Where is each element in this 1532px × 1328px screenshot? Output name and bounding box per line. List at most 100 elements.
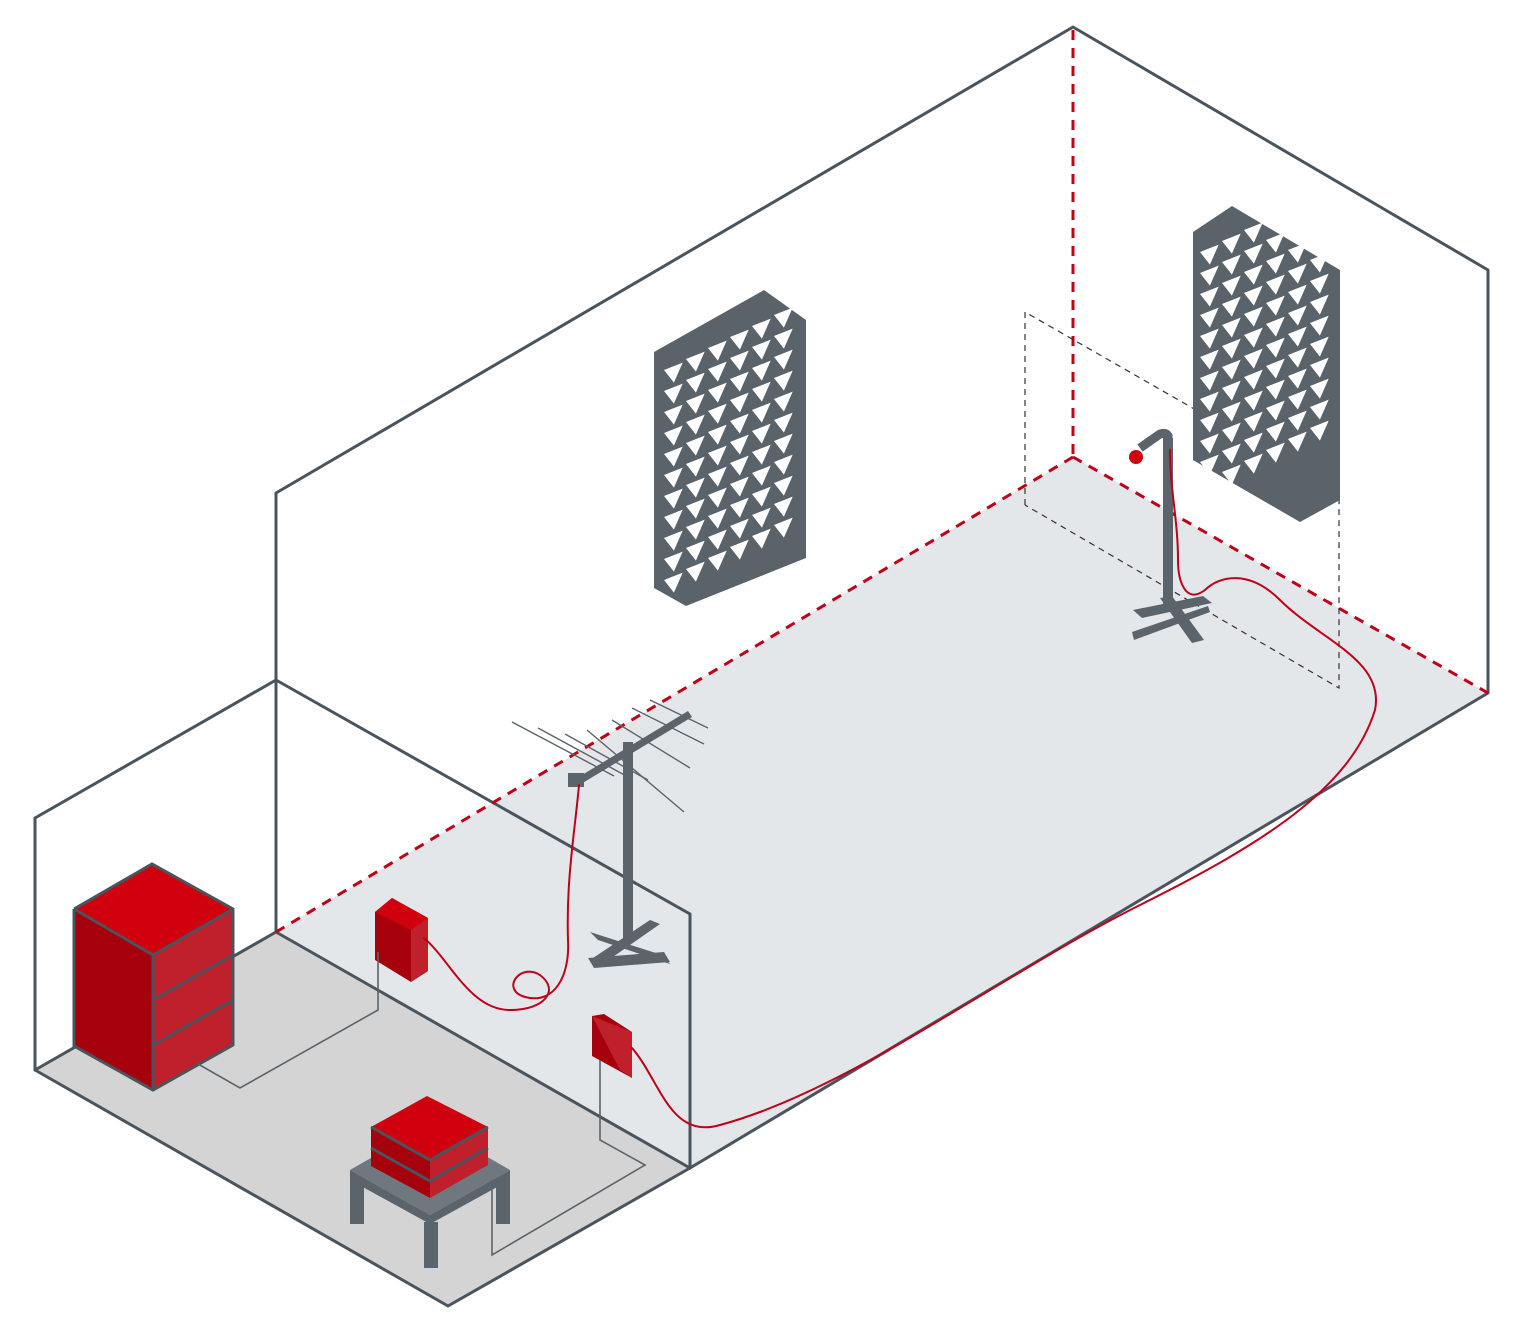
absorber-cone <box>708 361 727 382</box>
test-device <box>370 1096 489 1198</box>
absorber-cone <box>708 382 727 403</box>
absorber-cone <box>1288 389 1307 410</box>
absorber-cone <box>752 423 771 444</box>
absorber-cone <box>1244 369 1263 390</box>
absorber-cone <box>664 551 683 572</box>
absorber-cone <box>1310 357 1329 378</box>
absorber-cone <box>686 477 705 498</box>
absorber-cone <box>1244 222 1263 243</box>
absorber-cone <box>1288 410 1307 431</box>
absorber-cone <box>686 372 705 393</box>
absorber-cone <box>1288 368 1307 389</box>
absorber-cone <box>1244 411 1263 432</box>
absorber-cone <box>730 455 749 476</box>
absorber-cone <box>1222 317 1241 338</box>
absorber-cone <box>1244 390 1263 411</box>
absorber-cone <box>1222 464 1241 485</box>
absorber-cone <box>730 518 749 539</box>
absorber-cone <box>1266 211 1285 232</box>
absorber-cone <box>1222 380 1241 401</box>
absorber-cone <box>1266 316 1285 337</box>
absorber-cone <box>708 529 727 550</box>
absorber-cone <box>1266 274 1285 295</box>
feedthrough-box-lower <box>592 1014 632 1078</box>
absorber-cone <box>774 433 793 454</box>
absorber-cone <box>1288 326 1307 347</box>
absorber-cone <box>774 412 793 433</box>
absorber-cone <box>1266 232 1285 253</box>
absorber-cone <box>686 435 705 456</box>
absorber-cone <box>1266 337 1285 358</box>
absorber-cone <box>708 445 727 466</box>
absorber-cone <box>774 370 793 391</box>
absorber-cone <box>1310 378 1329 399</box>
absorber-cone <box>1266 253 1285 274</box>
absorber-cone <box>1222 338 1241 359</box>
absorber-cone <box>686 519 705 540</box>
absorber-cone <box>1310 189 1329 210</box>
absorber-cone <box>664 425 683 446</box>
absorber-cone <box>686 414 705 435</box>
absorber-cone <box>730 413 749 434</box>
absorber-cone <box>1222 254 1241 275</box>
absorber-cone <box>1310 399 1329 420</box>
absorber-cone <box>664 446 683 467</box>
absorber-cone <box>664 488 683 509</box>
absorber-cone <box>1200 370 1219 391</box>
absorber-cone <box>1222 275 1241 296</box>
absorber-cone <box>1288 284 1307 305</box>
absorber-cone <box>1288 221 1307 242</box>
absorber-cone <box>664 467 683 488</box>
chamber-floor <box>276 457 1488 1168</box>
absorber-cone <box>1200 349 1219 370</box>
absorber-cone <box>752 507 771 528</box>
absorber-cone <box>1266 358 1285 379</box>
absorber-cone <box>664 383 683 404</box>
absorber-cone <box>686 393 705 414</box>
absorber-cone <box>1288 263 1307 284</box>
absorber-cone <box>1244 327 1263 348</box>
absorber-cone <box>1200 286 1219 307</box>
absorber-cone <box>774 307 793 328</box>
absorber-cone <box>752 360 771 381</box>
absorber-cone <box>730 371 749 392</box>
absorber-cone <box>752 339 771 360</box>
absorber-cone <box>708 424 727 445</box>
absorber-cone <box>708 487 727 508</box>
absorber-cone <box>1310 294 1329 315</box>
absorber-cone <box>1288 431 1307 452</box>
control-wiring <box>197 952 647 1257</box>
absorber-cone <box>730 497 749 518</box>
absorber-cone <box>664 362 683 383</box>
absorber-cone <box>1200 244 1219 265</box>
absorber-cone <box>1200 328 1219 349</box>
absorber-cone <box>1310 231 1329 252</box>
absorber-cone <box>1244 432 1263 453</box>
absorber-cone <box>730 476 749 497</box>
absorber-cone <box>1222 296 1241 317</box>
absorber-cone <box>1244 264 1263 285</box>
absorber-cone <box>664 404 683 425</box>
feedthrough-box-upper <box>375 898 428 982</box>
absorber-cone <box>1244 285 1263 306</box>
absorber-cone <box>686 456 705 477</box>
absorber-cone <box>1222 359 1241 380</box>
absorber-cone <box>1200 307 1219 328</box>
absorber-cone <box>708 403 727 424</box>
absorber-cone <box>1200 412 1219 433</box>
absorber-cone <box>1200 391 1219 412</box>
absorber-cone <box>774 496 793 517</box>
absorber-cone <box>1310 252 1329 273</box>
absorber-cone <box>774 475 793 496</box>
hidden-edges <box>275 30 1489 934</box>
absorber-cone <box>664 509 683 530</box>
absorber-cone <box>1288 200 1307 221</box>
absorber-cone <box>1310 273 1329 294</box>
absorber-cone <box>774 328 793 349</box>
absorber-cone <box>730 392 749 413</box>
absorber-cone <box>1310 315 1329 336</box>
absorber-cone <box>1222 401 1241 422</box>
absorber-cone <box>708 508 727 529</box>
absorber-cone <box>1310 420 1329 441</box>
absorber-cone <box>664 572 683 593</box>
